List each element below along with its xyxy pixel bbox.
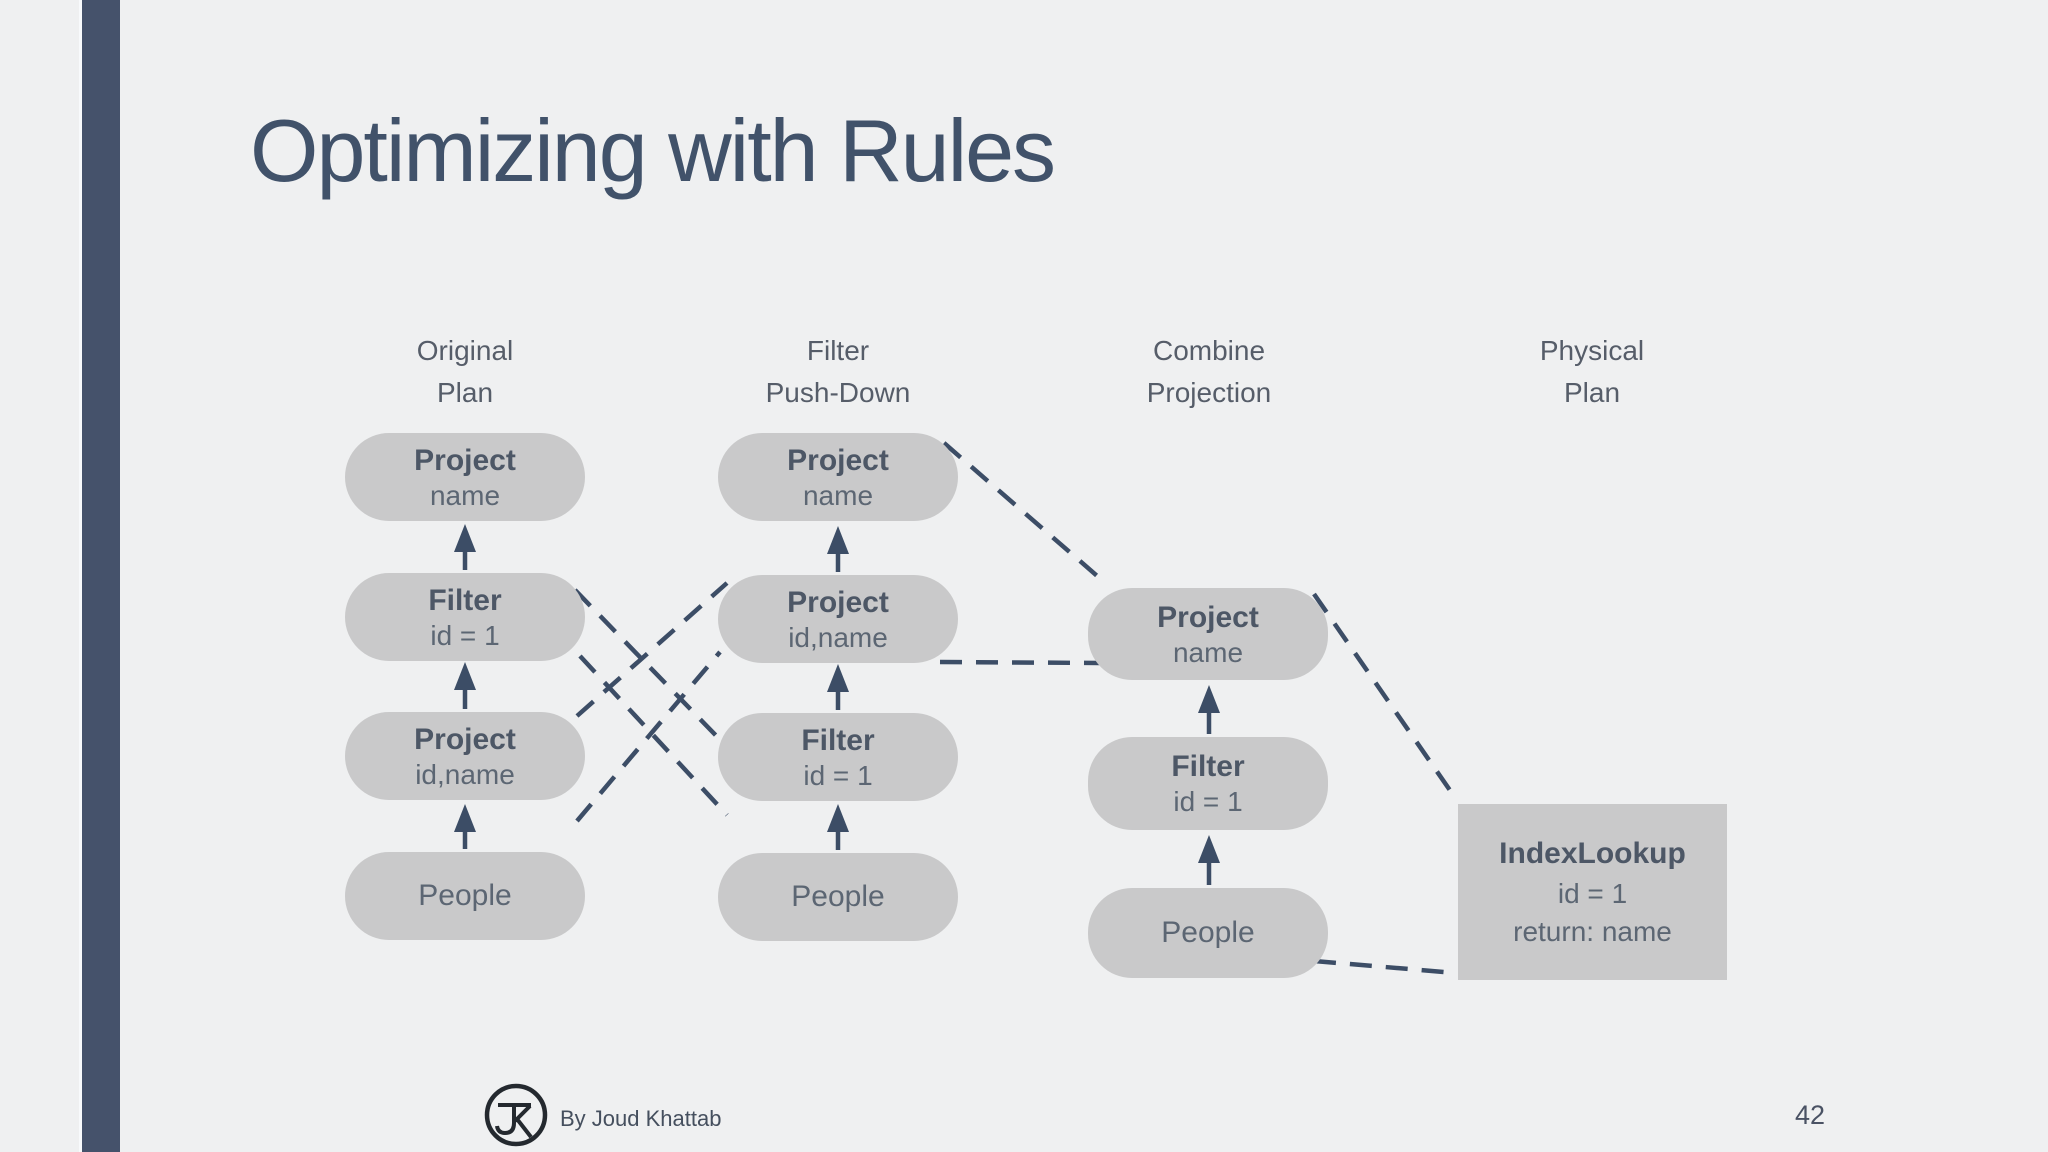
transform-connector-to-indexlookup-bottom: [1313, 958, 1457, 976]
flow-arrow: [454, 662, 476, 709]
plan-node-people: People: [1088, 888, 1328, 978]
plan-node-project-name: Project name: [345, 433, 585, 521]
plan-node-project-name: Project name: [718, 433, 958, 521]
column-header-physical-plan: Physical Plan: [1539, 335, 1645, 408]
plan-node-filter: Filter id = 1: [1088, 737, 1328, 830]
plan-node-project-idname: Project id,name: [718, 575, 958, 663]
flow-arrow: [827, 804, 849, 850]
plan-node-indexlookup: IndexLookup id = 1 return: name: [1458, 804, 1727, 980]
plan-node-filter: Filter id = 1: [718, 713, 958, 801]
transform-connector-filter-bottom: [578, 654, 729, 817]
column-header-combine-projection: Combine Projection: [1146, 335, 1272, 408]
column-header-filter-push-down: Filter Push-Down: [765, 335, 911, 408]
page-title: Optimizing with Rules: [250, 101, 1056, 200]
flow-arrow: [1198, 835, 1220, 885]
transform-connector-project-bottom: [575, 650, 722, 823]
flow-arrow: [827, 526, 849, 572]
plan-node-people: People: [345, 852, 585, 940]
plan-node-filter: Filter id = 1: [345, 573, 585, 661]
slide-page-number: 42: [1794, 1100, 1826, 1130]
transform-connector-project-idname: [939, 659, 1101, 666]
flow-arrow: [454, 524, 476, 570]
column-header-original-plan: Original Plan: [416, 335, 514, 408]
transform-connector-project-top: [575, 581, 729, 718]
jk-logo-icon: [484, 1083, 548, 1147]
author-byline: By Joud Khattab: [560, 1106, 722, 1131]
transform-connector-project-name: [942, 441, 1105, 583]
flow-arrow: [454, 804, 476, 849]
plan-node-project-idname: Project id,name: [345, 712, 585, 800]
transform-connector-filter-top: [573, 588, 732, 752]
slide-accent-bar: [82, 0, 120, 1152]
plan-node-project-name: Project name: [1088, 588, 1328, 680]
slide-edge-highlight: [79, 0, 82, 1152]
plan-node-people: People: [718, 853, 958, 941]
transform-connector-to-indexlookup-top: [1312, 592, 1458, 801]
flow-arrow: [827, 664, 849, 710]
flow-arrow: [1198, 685, 1220, 734]
